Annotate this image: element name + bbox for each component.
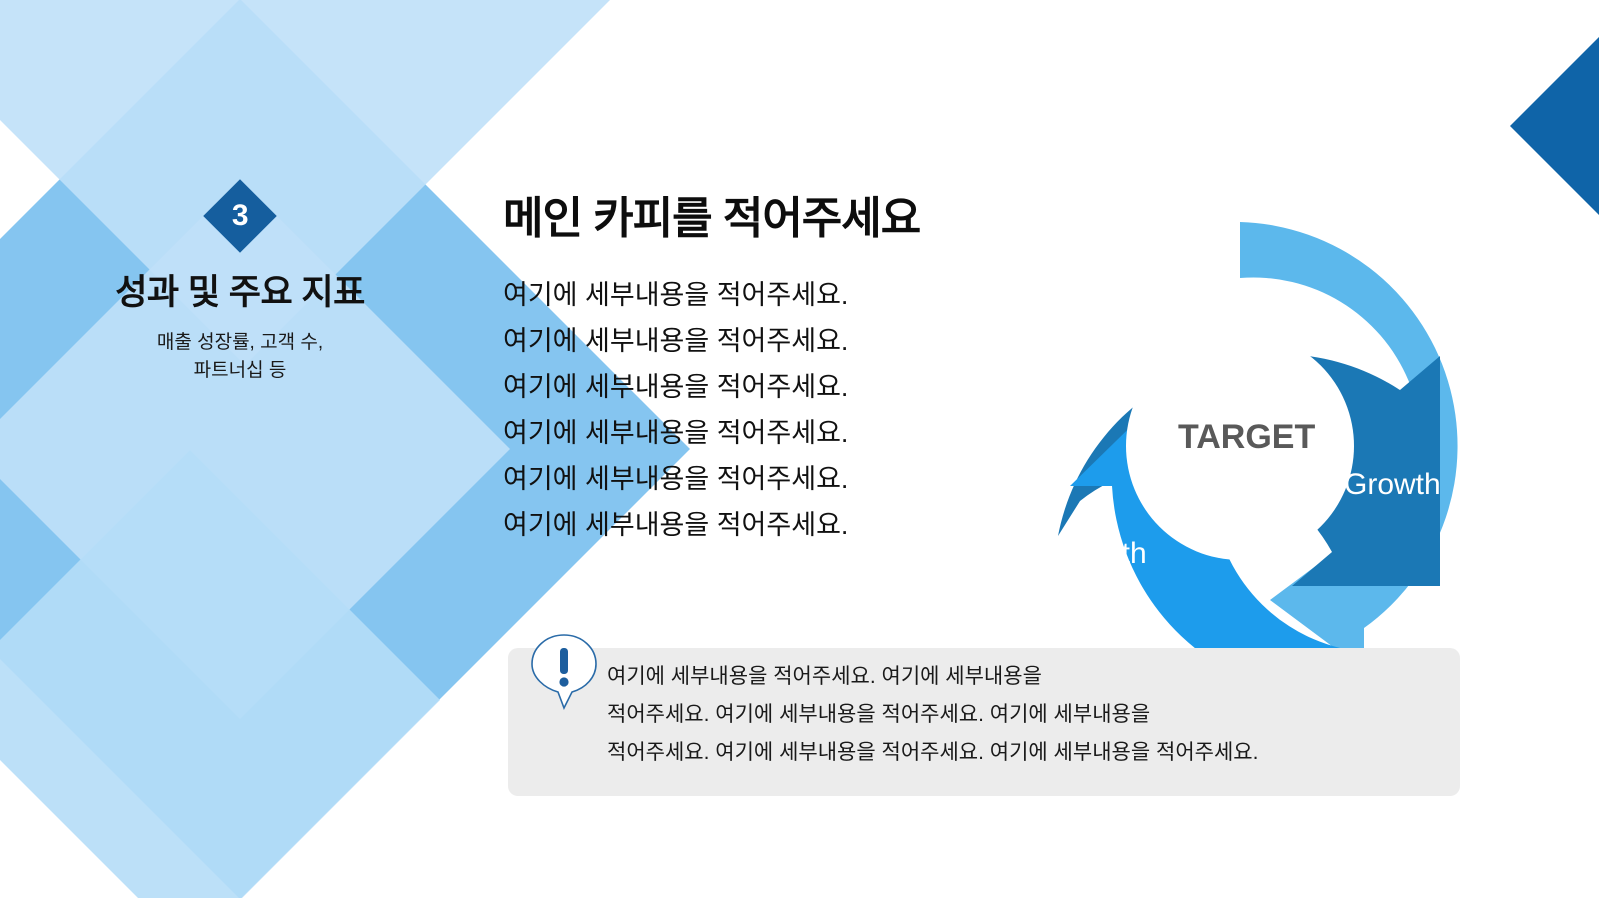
deco-diamond-light-lower [0, 450, 440, 898]
cycle-inner-disc [1126, 332, 1354, 560]
body-line: 여기에 세부내용을 적어주세요. [503, 418, 849, 448]
section-title: 성과 및 주요 지표 [115, 273, 365, 312]
deco-corner-wedge [1510, 37, 1599, 215]
section-subtitle: 매출 성장률, 고객 수, 파트너십 등 [60, 329, 420, 384]
body-line: 여기에 세부내용을 적어주세요. [503, 464, 849, 494]
cycle-label-trust: Trust [1172, 253, 1240, 286]
cycle-label-faith: Faith [1080, 537, 1147, 570]
body-line: 여기에 세부내용을 적어주세요. [503, 326, 849, 356]
section-number-badge: 3 [203, 179, 277, 253]
section-heading-block: 3 성과 및 주요 지표 매출 성장률, 고객 수, 파트너십 등 [60, 179, 420, 384]
body-text-list: 여기에 세부내용을 적어주세요. 여기에 세부내용을 적어주세요. 여기에 세부… [503, 272, 848, 548]
target-cycle-diagram: Trust Growth Faith TARGET [940, 196, 1500, 696]
exclamation-speech-bubble-icon [531, 634, 597, 710]
section-subtitle-line-2: 파트너십 등 [193, 359, 287, 381]
note-line: 여기에 세부내용을 적어주세요. 여기에 세부내용을 [607, 665, 1042, 688]
note-text: 여기에 세부내용을 적어주세요. 여기에 세부내용을 적어주세요. 여기에 세부… [607, 658, 1487, 772]
cycle-svg [1058, 222, 1458, 688]
main-title: 메인 카피를 적어주세요 [503, 194, 921, 243]
body-line: 여기에 세부내용을 적어주세요. [503, 280, 849, 310]
section-number: 3 [231, 199, 249, 232]
note-line: 적어주세요. 여기에 세부내용을 적어주세요. 여기에 세부내용을 [607, 703, 1151, 726]
cycle-center-label: TARGET [1178, 418, 1316, 456]
exclamation-bar [560, 648, 568, 674]
exclamation-dot [559, 677, 569, 687]
section-subtitle-line-1: 매출 성장률, 고객 수, [156, 332, 324, 353]
note-line: 적어주세요. 여기에 세부내용을 적어주세요. 여기에 세부내용을 적어주세요. [607, 741, 1259, 764]
body-line: 여기에 세부내용을 적어주세요. [503, 372, 849, 402]
body-line: 여기에 세부내용을 적어주세요. [503, 510, 849, 540]
note-box [508, 648, 1460, 796]
cycle-label-growth: Growth [1344, 468, 1441, 501]
